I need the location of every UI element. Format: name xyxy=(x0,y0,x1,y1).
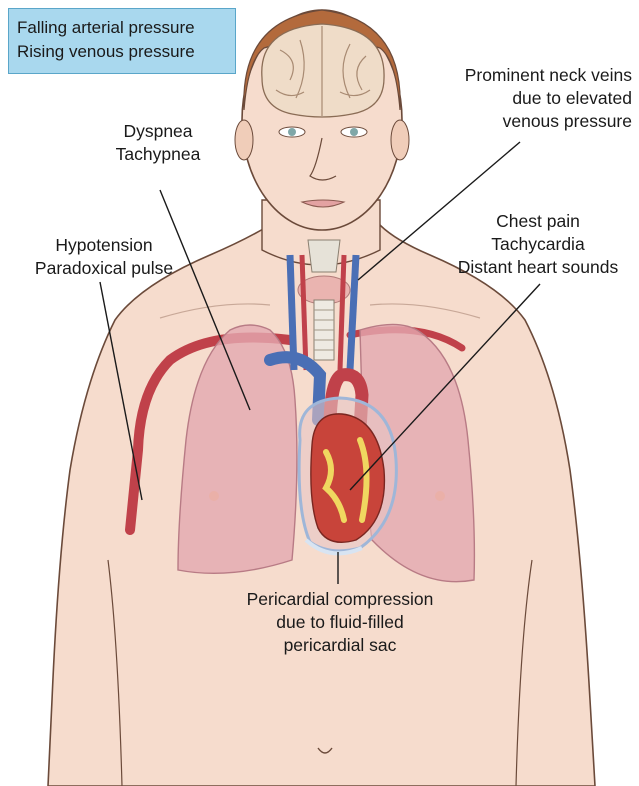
callout-line-1: Falling arterial pressure xyxy=(17,16,227,40)
chest-label-line-3: Distant heart sounds xyxy=(440,256,636,279)
hypotension-label-line-2: Paradoxical pulse xyxy=(20,257,188,280)
left-ear xyxy=(235,120,253,160)
right-ear xyxy=(391,120,409,160)
neck-veins-label-line-1: Prominent neck veins xyxy=(410,64,632,87)
pericardial-label: Pericardial compression due to fluid-fil… xyxy=(210,588,470,657)
dyspnea-label-line-1: Dyspnea xyxy=(108,120,208,143)
right-iris xyxy=(350,128,358,136)
right-nipple xyxy=(435,491,445,501)
callout-line-2: Rising venous pressure xyxy=(17,40,227,64)
dyspnea-label: Dyspnea Tachypnea xyxy=(108,120,208,166)
chest-label: Chest pain Tachycardia Distant heart sou… xyxy=(440,210,636,279)
dyspnea-label-line-2: Tachypnea xyxy=(108,143,208,166)
heart xyxy=(311,414,385,542)
larynx xyxy=(308,240,340,272)
pericardial-label-line-3: pericardial sac xyxy=(210,634,470,657)
chest-label-line-2: Tachycardia xyxy=(440,233,636,256)
neck-veins-label-line-2: due to elevated xyxy=(410,87,632,110)
pressure-callout-box: Falling arterial pressure Rising venous … xyxy=(8,8,236,74)
pericardial-label-line-1: Pericardial compression xyxy=(210,588,470,611)
neck-veins-label-line-3: venous pressure xyxy=(410,110,632,133)
left-iris xyxy=(288,128,296,136)
hypotension-label-line-1: Hypotension xyxy=(20,234,188,257)
hypotension-label: Hypotension Paradoxical pulse xyxy=(20,234,188,280)
neck-veins-label: Prominent neck veins due to elevated ven… xyxy=(410,64,632,133)
brain xyxy=(262,24,384,117)
pericardial-label-line-2: due to fluid-filled xyxy=(210,611,470,634)
chest-label-line-1: Chest pain xyxy=(440,210,636,233)
left-nipple xyxy=(209,491,219,501)
